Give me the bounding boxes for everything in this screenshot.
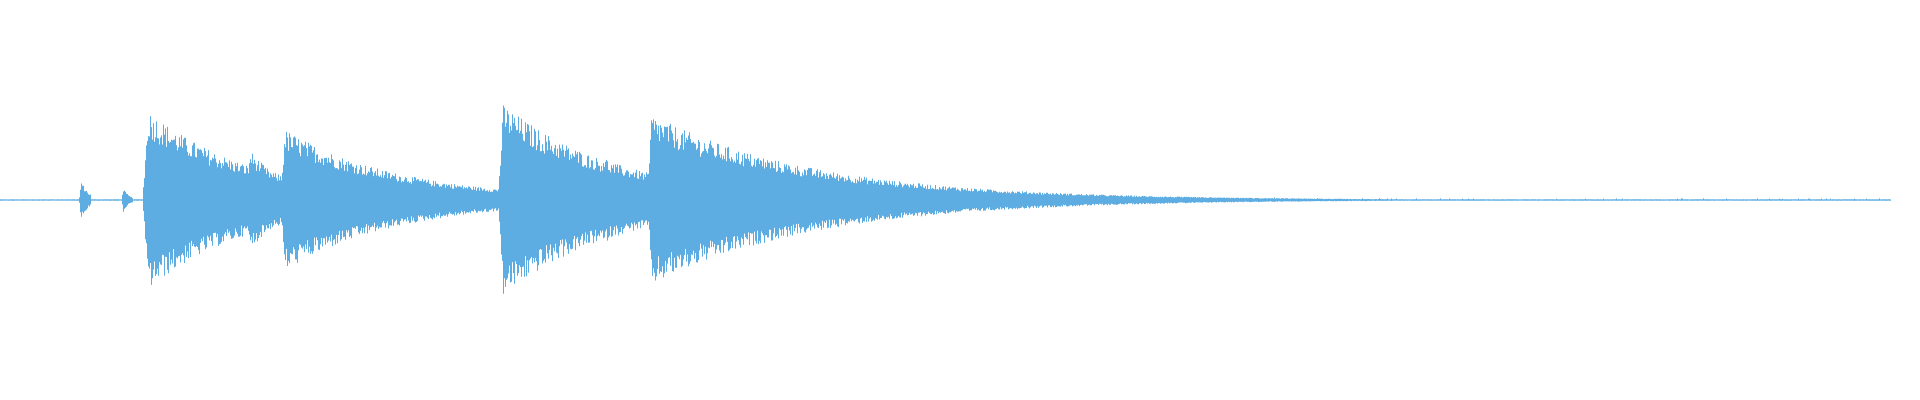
waveform-trace <box>0 105 1891 294</box>
waveform-path <box>0 105 1891 294</box>
